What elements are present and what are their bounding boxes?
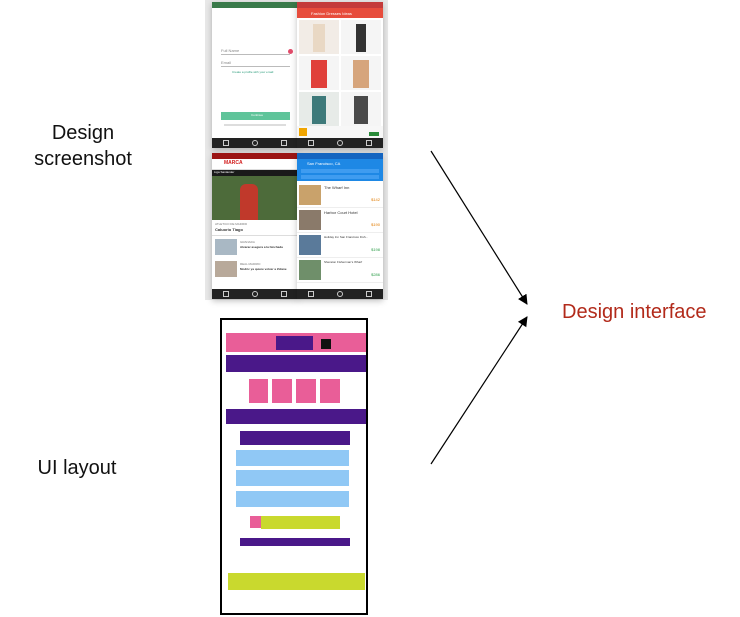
design-screenshot-group: Full Name Email Create a profile with yo… [205, 0, 388, 300]
layout-list-item [236, 470, 349, 486]
hotel-row: The Wharf Inn $142 [297, 183, 383, 208]
hotel-location: San Francisco, CA [307, 161, 341, 166]
hotel-name: The Wharf Inn [324, 185, 350, 190]
android-nav-bar [297, 289, 383, 299]
layout-checkbox-block [250, 516, 261, 528]
hotel-price: $198 [371, 247, 380, 252]
hotel-name: Holiday Inn San Francisco Fish... [324, 235, 369, 239]
news-section-bar: Liga Santander [212, 170, 298, 176]
dress-image [341, 20, 381, 54]
status-bar [297, 153, 383, 159]
hotel-price: $286 [371, 272, 380, 277]
hotel-row: Harbor Court Hotel $190 [297, 208, 383, 233]
hotel-price: $190 [371, 222, 380, 227]
hotel-row: Sheraton Fisherman's Wharf $286 [297, 258, 383, 283]
news-app-screenshot: MARCA Liga Santander ATLETICO DE MADRID … [212, 153, 298, 299]
layout-tab-block [296, 379, 316, 403]
news-headline-kicker: ATLETICO DE MADRID [215, 222, 248, 226]
layout-list-item [236, 491, 349, 507]
news-thumb [215, 239, 237, 255]
design-interface-label: Design interface [562, 301, 707, 323]
form-field-email: Email [221, 60, 232, 65]
layout-divider-bar [240, 538, 350, 546]
fashion-app-toolbar: Fashion Dresses Ideas [297, 8, 383, 18]
continue-button: Continue [221, 112, 290, 120]
layout-tab-block [249, 379, 268, 403]
dress-image [299, 56, 339, 90]
news-item-title: Modric ya quiere volver a Zidane [240, 267, 287, 271]
layout-toolbar [226, 355, 366, 372]
arrow-screenshot-to-interface [430, 150, 528, 305]
form-footer-text [224, 124, 286, 126]
layout-heading [240, 431, 350, 445]
layout-section-bar [226, 409, 366, 424]
status-bar [212, 2, 298, 8]
hotel-name: Sheraton Fisherman's Wharf [324, 260, 363, 264]
fashion-app-title: Fashion Dresses Ideas [311, 11, 352, 16]
layout-header-icon [321, 339, 331, 349]
hotel-price: $142 [371, 197, 380, 202]
ui-layout-label: UI layout [37, 457, 117, 479]
status-bar [297, 2, 383, 8]
news-item-title: Alcaraz asegura a la hinchada [240, 245, 283, 249]
layout-tab-block [320, 379, 340, 403]
design-screenshot-label-line1: Design [51, 122, 115, 144]
hotel-name: Harbor Court Hotel [324, 210, 358, 215]
error-icon [288, 49, 293, 54]
form-link: Create a profile with your email [232, 70, 274, 74]
layout-header-title [276, 336, 313, 350]
news-item-kicker: REAL MADRID [240, 262, 261, 266]
news-section-label: Liga Santander [214, 170, 235, 174]
android-nav-bar [212, 289, 298, 299]
status-bar [212, 153, 298, 159]
hotel-app-screenshot: San Francisco, CA The Wharf Inn $142 Har… [297, 153, 383, 299]
news-hero-image [212, 176, 298, 220]
fashion-app-screenshot: Fashion Dresses Ideas [297, 2, 383, 148]
hotel-row: Holiday Inn San Francisco Fish... $198 [297, 233, 383, 258]
form-field-line [221, 66, 290, 67]
dress-image [341, 56, 381, 90]
news-brand-logo: MARCA [224, 160, 243, 166]
layout-list-item [236, 450, 349, 466]
dress-image [299, 92, 339, 126]
dress-image [299, 20, 339, 54]
layout-bottom-button [228, 573, 365, 590]
ui-layout-wireframe [220, 318, 368, 615]
continue-button-label: Continue [251, 113, 264, 117]
news-thumb [215, 261, 237, 277]
form-field-line [221, 54, 290, 55]
ad-banner [297, 126, 383, 138]
dress-image [341, 92, 381, 126]
android-nav-bar [212, 138, 298, 148]
form-field-name: Full Name [221, 48, 240, 53]
news-headline: Caluorio Tiago [215, 227, 243, 232]
news-item-kicker: GRANADA [240, 240, 255, 244]
layout-input-block [261, 516, 340, 529]
design-screenshot-label: Design screenshot [18, 120, 148, 172]
news-app-header: MARCA [212, 159, 298, 170]
android-nav-bar [297, 138, 383, 148]
layout-tab-block [272, 379, 292, 403]
hotel-app-toolbar: San Francisco, CA [297, 159, 383, 181]
form-app-screenshot: Full Name Email Create a profile with yo… [212, 2, 298, 148]
design-screenshot-label-line2: screenshot [34, 148, 132, 170]
arrow-layout-to-interface [430, 316, 528, 465]
